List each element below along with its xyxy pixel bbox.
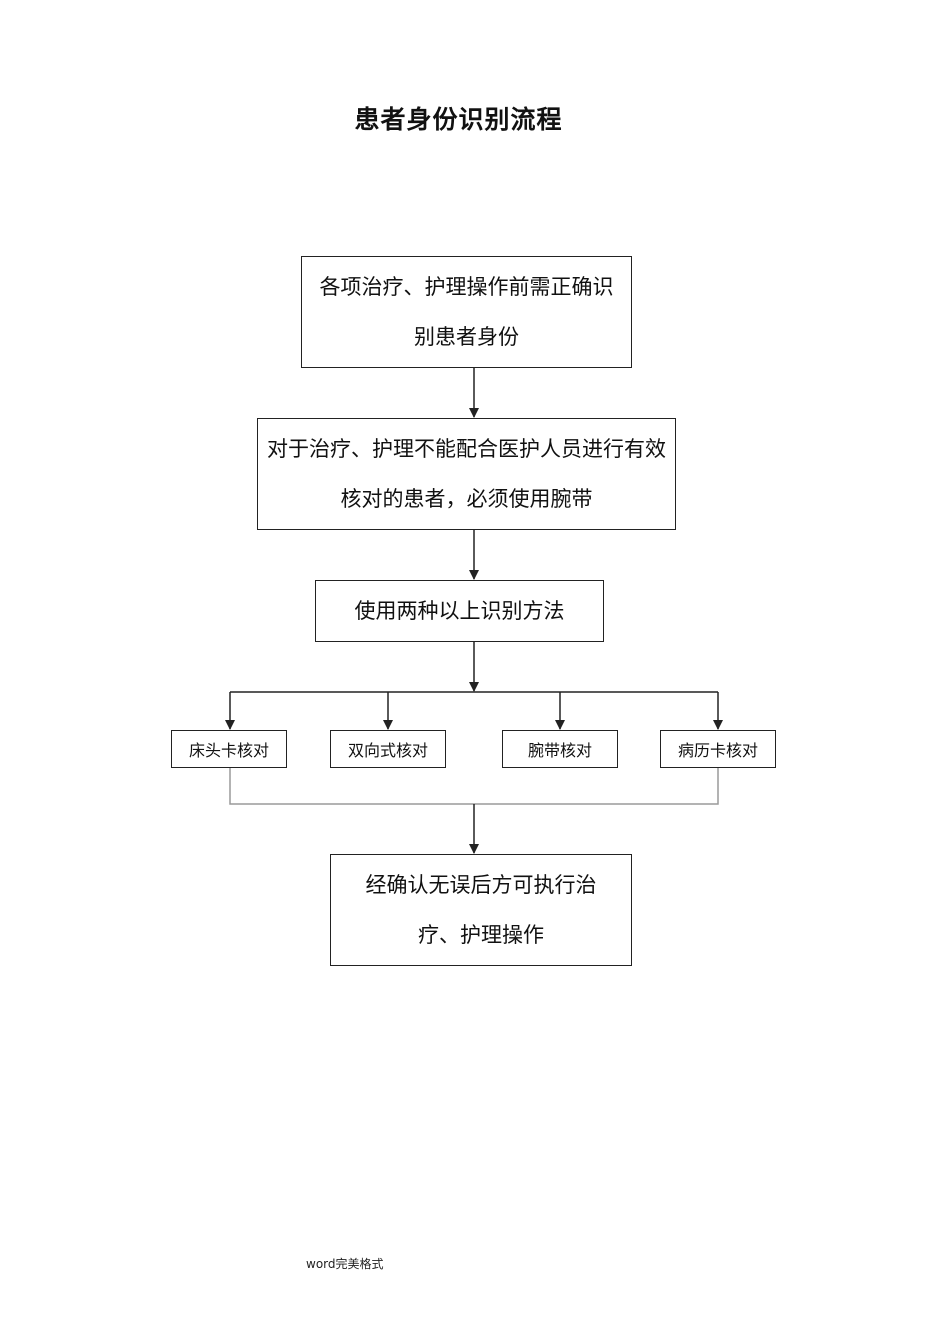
footer-note: word完美格式	[306, 1257, 384, 1271]
merge-line	[229, 768, 719, 805]
final-step-box: 经确认无误后方可执行治疗、护理操作	[330, 854, 632, 966]
method-text-1: 床头卡核对	[188, 741, 269, 760]
step-text-2: 对于治疗、护理不能配合医护人员进行有效核对的患者，必须使用腕带	[267, 437, 666, 511]
method-box-wristband: 腕带核对	[502, 730, 618, 768]
method-text-3: 腕带核对	[527, 741, 592, 760]
step-text-3: 使用两种以上识别方法	[354, 599, 565, 623]
step-text-1: 各项治疗、护理操作前需正确识别患者身份	[319, 275, 614, 349]
step-box-1: 各项治疗、护理操作前需正确识别患者身份	[301, 256, 632, 368]
step-box-3: 使用两种以上识别方法	[315, 580, 604, 642]
method-box-medical-record: 病历卡核对	[660, 730, 776, 768]
method-text-2: 双向式核对	[347, 741, 428, 760]
method-text-4: 病历卡核对	[677, 741, 758, 760]
page-title: 患者身份识别流程	[354, 105, 563, 134]
method-box-two-way-check: 双向式核对	[330, 730, 446, 768]
step-box-2: 对于治疗、护理不能配合医护人员进行有效核对的患者，必须使用腕带	[257, 418, 676, 530]
method-box-bedside-card: 床头卡核对	[171, 730, 287, 768]
final-step-text: 经确认无误后方可执行治疗、护理操作	[365, 873, 597, 947]
